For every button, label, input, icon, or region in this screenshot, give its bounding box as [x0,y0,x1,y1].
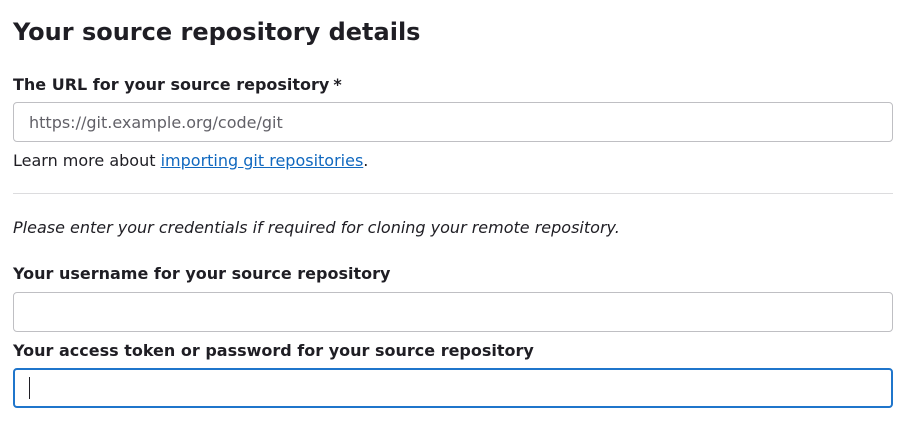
credentials-note: Please enter your credentials if require… [13,218,620,237]
help-suffix: . [363,151,369,170]
password-field-wrapper [13,368,893,408]
password-field-label: Your access token or password for your s… [13,341,534,360]
help-text: Learn more about importing git repositor… [13,150,368,172]
url-field-label-text: The URL for your source repository [13,75,330,94]
repository-url-input[interactable] [13,102,893,142]
username-field-label: Your username for your source repository [13,264,391,283]
text-cursor [29,377,30,399]
help-prefix: Learn more about [13,151,161,170]
required-marker: * [333,75,342,94]
section-title: Your source repository details [13,18,421,46]
importing-git-repositories-link[interactable]: importing git repositories [160,151,364,170]
section-divider [13,193,893,194]
access-token-password-input[interactable] [13,368,893,408]
username-input[interactable] [13,292,893,332]
url-field-label: The URL for your source repository* [13,74,342,96]
